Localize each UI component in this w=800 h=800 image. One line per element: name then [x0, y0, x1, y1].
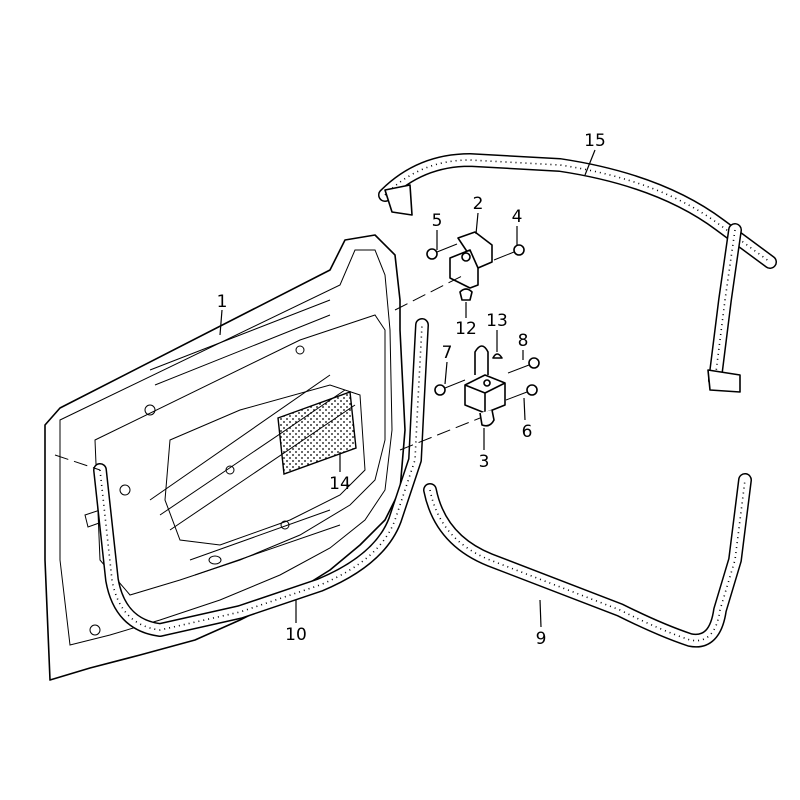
callout-1: 1: [217, 292, 228, 312]
bolt-8: [507, 357, 540, 374]
callout-5: 5: [432, 211, 443, 231]
bolt-4: [493, 244, 525, 261]
sound-pad: [277, 391, 357, 475]
callout-12: 12: [455, 319, 477, 339]
upper-hinge: [449, 231, 493, 301]
callout-4: 4: [512, 207, 523, 227]
callout-6: 6: [522, 422, 533, 442]
callout-2: 2: [473, 194, 484, 214]
callout-13: 13: [486, 311, 508, 331]
callout-7: 7: [442, 343, 453, 363]
callout-8: 8: [518, 331, 529, 351]
callout-10: 10: [285, 625, 307, 645]
lower-body-seal: [423, 473, 752, 648]
callout-15: 15: [584, 131, 606, 151]
bolt-7: [434, 379, 466, 396]
door-seal: [93, 318, 429, 637]
callout-3: 3: [479, 452, 490, 472]
callout-14: 14: [329, 474, 351, 494]
callout-9: 9: [536, 629, 547, 649]
lower-hinge: [464, 345, 506, 427]
door-shell: [44, 234, 406, 681]
leader-lines: [219, 149, 596, 628]
bolt-5: [426, 243, 458, 260]
bolt-6: [505, 384, 538, 401]
upper-frame-seal: [378, 153, 777, 393]
